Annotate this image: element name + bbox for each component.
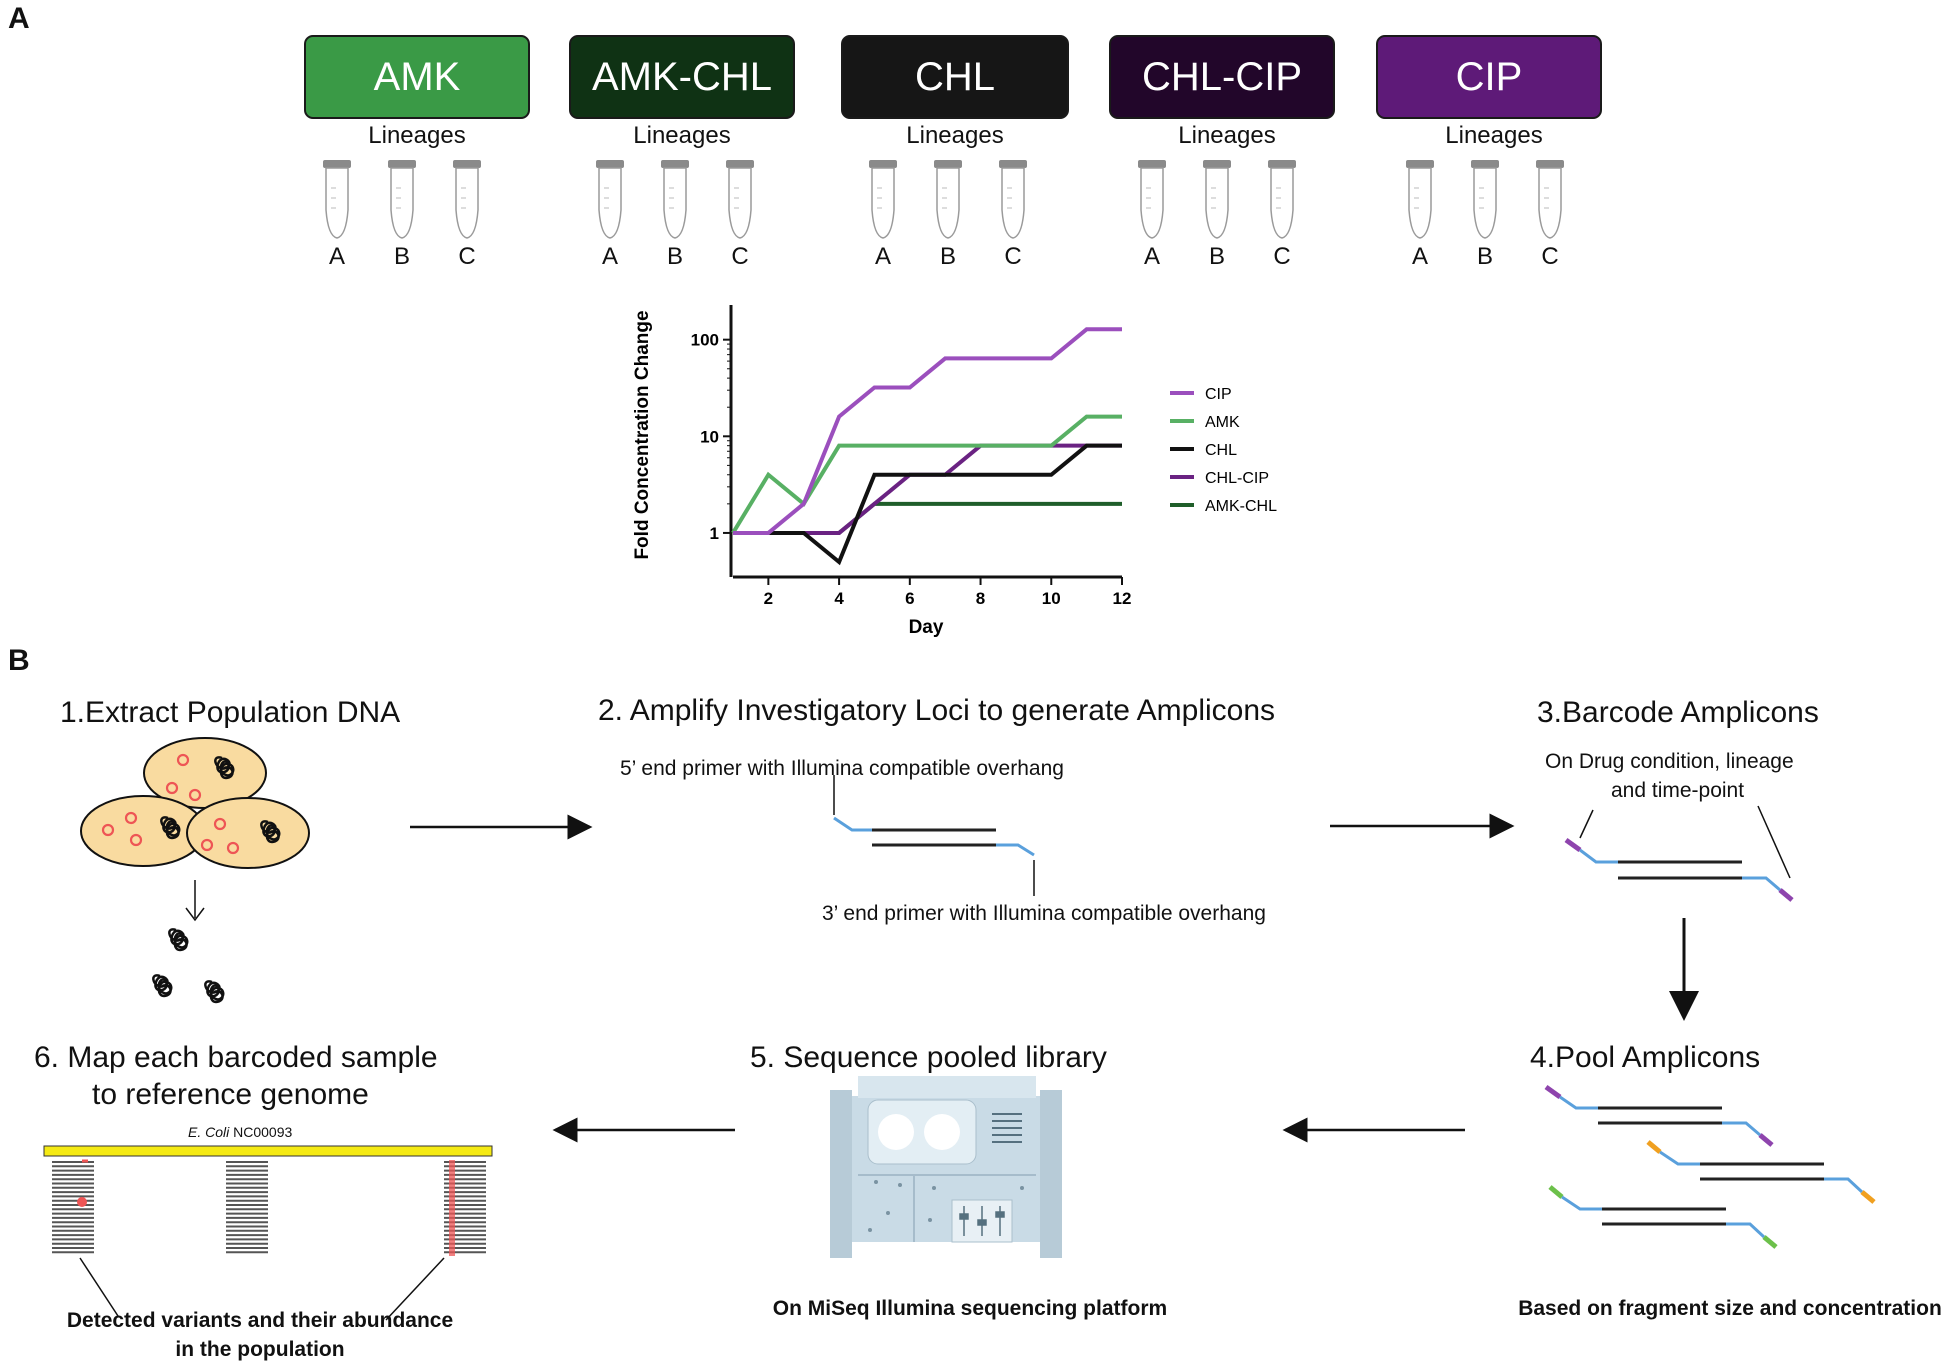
tube-label: C [1004, 243, 1022, 270]
tube-label: C [1273, 243, 1291, 270]
pool-basis-note: Based on fragment size and concentration [1518, 1297, 1942, 1320]
tube-label: A [1411, 243, 1428, 270]
step-3-title: 3.Barcode Amplicons [1537, 696, 1819, 729]
tube-icon [453, 160, 481, 239]
tube-label: A [1143, 243, 1160, 270]
tube-icon [596, 160, 624, 239]
tube-label: A [874, 243, 891, 270]
tube-label: B [666, 243, 683, 270]
lineages-label-amk-chl: Lineages [633, 122, 731, 149]
tube-label: B [1476, 243, 1493, 270]
sequencer-illustration [830, 1076, 1062, 1258]
pooled-amplicons [1544, 1084, 1876, 1249]
panel-label-b: B [8, 644, 30, 677]
tube-icon [1536, 160, 1564, 239]
platform-note: On MiSeq Illumina sequencing platform [772, 1297, 1168, 1320]
tube-icon [323, 160, 351, 239]
series-line-chl-cip [733, 443, 1122, 535]
step-6-title-line1: 6. Map each barcoded sample [34, 1041, 438, 1074]
x-tick-label: 12 [1113, 589, 1132, 608]
x-tick-label: 10 [1042, 589, 1061, 608]
x-tick-label: 4 [834, 589, 844, 608]
chart-ylabel: Fold Concentration Change [632, 310, 653, 559]
barcoded-amplicon [1564, 805, 1794, 902]
legend-label: AMK-CHL [1205, 498, 1277, 515]
tube-label: B [1208, 243, 1225, 270]
series-line-chl [733, 443, 1122, 566]
chart-xlabel: Day [909, 617, 944, 638]
tube-icon [869, 160, 897, 239]
tube-icon [1268, 160, 1296, 239]
y-tick-label: 10 [700, 427, 719, 446]
primer-5-note: 5’ end primer with Illumina compatible o… [620, 757, 1064, 780]
tube-label: A [601, 243, 618, 270]
lineages-label-amk: Lineages [368, 122, 466, 149]
tube-row [323, 160, 1564, 239]
y-tick-label: 100 [691, 331, 719, 350]
tube-label: B [939, 243, 956, 270]
variants-note-line2: in the population [175, 1338, 345, 1361]
plasmid-icons [101, 753, 240, 855]
variant-marker-column [449, 1160, 455, 1256]
barcode-note-line2: and time-point [1611, 779, 1745, 802]
tube-icon [388, 160, 416, 239]
sequencer-slider-icons [959, 1206, 1005, 1236]
step-5-title: 5. Sequence pooled library [750, 1041, 1107, 1074]
panel-label-a: A [8, 2, 30, 35]
step-4-title: 4.Pool Amplicons [1530, 1041, 1761, 1074]
variant-marker [77, 1197, 87, 1207]
tube-icon [726, 160, 754, 239]
series-line-cip [733, 327, 1122, 535]
primer-3-note: 3’ end primer with Illumina compatible o… [822, 902, 1266, 925]
tube-label: C [731, 243, 749, 270]
step-6-title-line2: to reference genome [92, 1078, 369, 1111]
step-2-title: 2. Amplify Investigatory Loci to generat… [598, 694, 1276, 727]
x-tick-label: 2 [764, 589, 773, 608]
tube-label: C [458, 243, 476, 270]
tube-label: C [1541, 243, 1559, 270]
legend-label: CHL [1205, 442, 1237, 459]
bacterial-cells [80, 737, 310, 1004]
tube-icon [1471, 160, 1499, 239]
workflow-graphics [43, 737, 1876, 1321]
genome-label: E. Coli NC00093 [188, 1124, 293, 1140]
chromosome-icons [160, 756, 281, 844]
drug-box-amk: AMK [304, 35, 530, 119]
x-tick-label: 6 [905, 589, 914, 608]
y-tick-label: 1 [710, 524, 719, 543]
tube-icon [999, 160, 1027, 239]
read-stack-middle [226, 1161, 268, 1254]
legend-label: CHL-CIP [1205, 470, 1269, 487]
sequencer-vent-icon [992, 1113, 1022, 1143]
tube-icon [1138, 160, 1166, 239]
lineages-label-cip: Lineages [1445, 122, 1543, 149]
amplicon-with-primers [833, 775, 1035, 896]
extracted-dna-icons [152, 928, 225, 1004]
drug-box-amk-chl: AMK-CHL [569, 35, 795, 119]
drug-box-chl-cip: CHL-CIP [1109, 35, 1335, 119]
drug-box-cip: CIP [1376, 35, 1602, 119]
barcode-note-line1: On Drug condition, lineage [1545, 750, 1794, 773]
legend-label: AMK [1205, 414, 1240, 431]
lineages-label-chl-cip: Lineages [1178, 122, 1276, 149]
tube-label: A [328, 243, 345, 270]
step-1-title: 1.Extract Population DNA [60, 696, 401, 729]
series-line-amk-chl [733, 501, 1122, 535]
series-line-amk [731, 414, 1122, 534]
tube-icon [661, 160, 689, 239]
read-stack-left [52, 1161, 94, 1254]
concentration-chart: Fold Concentration Change Day 2 4 6 8 10 12 1 1… [632, 305, 1277, 638]
variants-note-line1: Detected variants and their abundance [66, 1309, 454, 1332]
lineages-label-chl: Lineages [906, 122, 1004, 149]
tube-icon [934, 160, 962, 239]
tube-icon [1406, 160, 1434, 239]
sequencer-screws [868, 1180, 1024, 1232]
drug-box-chl: CHL [841, 35, 1069, 119]
tube-icon [1203, 160, 1231, 239]
tube-label: B [393, 243, 410, 270]
legend-label: CIP [1205, 386, 1232, 403]
genome-map [43, 1145, 493, 1321]
x-tick-label: 8 [976, 589, 985, 608]
